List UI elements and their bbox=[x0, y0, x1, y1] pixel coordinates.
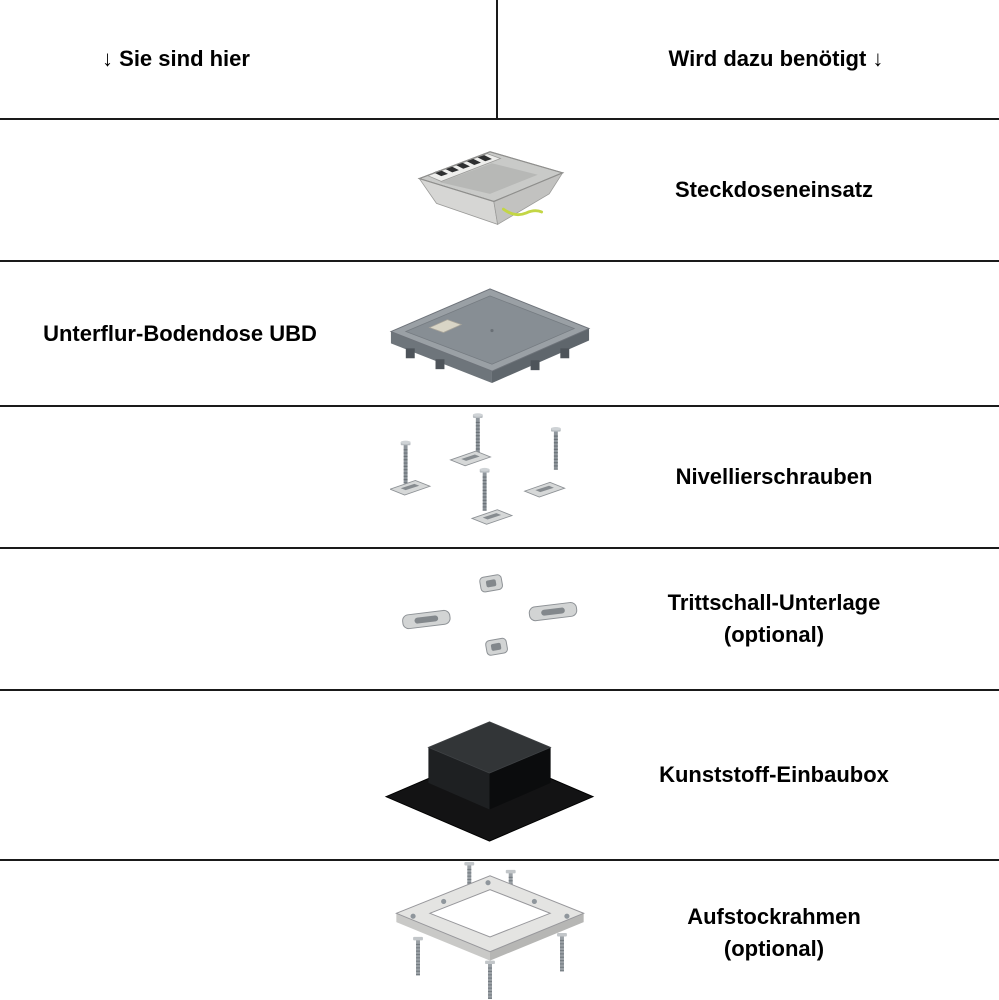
floor-box-icon bbox=[389, 287, 591, 383]
kunststoff-einbaubox-image bbox=[320, 691, 660, 859]
row-label: Steckdoseneinsatz bbox=[549, 120, 999, 260]
steckdoseneinsatz-image bbox=[320, 120, 660, 260]
row-label: Trittschall-Unterlage (optional) bbox=[549, 549, 999, 689]
row-kunststoff-einbaubox: Kunststoff-Einbaubox bbox=[0, 689, 999, 859]
row-label: Unterflur-Bodendose UBD bbox=[0, 262, 360, 405]
product-label: Kunststoff-Einbaubox bbox=[659, 762, 889, 787]
plastic-install-box-icon bbox=[384, 721, 595, 842]
row-unterflur-bodendose: Unterflur-Bodendose UBD bbox=[0, 260, 999, 405]
row-nivellierschrauben: Nivellierschrauben bbox=[0, 405, 999, 547]
row-trittschall-unterlage: Trittschall-Unterlage (optional) bbox=[0, 547, 999, 689]
product-label: Unterflur-Bodendose UBD bbox=[43, 320, 317, 346]
socket-insert-icon bbox=[417, 151, 565, 226]
aufstockrahmen-image bbox=[320, 861, 660, 1000]
header-right-label: Wird dazu benötigt ↓ bbox=[668, 46, 884, 71]
header-divider bbox=[496, 0, 498, 118]
raising-frame-icon bbox=[395, 862, 585, 1000]
row-label: Nivellierschrauben bbox=[549, 407, 999, 547]
trittschall-unterlage-image bbox=[320, 549, 660, 689]
product-label: Steckdoseneinsatz bbox=[674, 177, 874, 202]
header-left-label: ↓ Sie sind hier bbox=[102, 46, 250, 71]
impact-sound-pads-icon bbox=[402, 574, 578, 656]
row-label: Aufstockrahmen (optional) bbox=[549, 861, 999, 1000]
unterflur-bodendose-image bbox=[320, 262, 660, 405]
product-label-optional: (optional) bbox=[723, 622, 825, 647]
row-aufstockrahmen: Aufstockrahmen (optional) bbox=[0, 859, 999, 1000]
product-label: Nivellierschrauben bbox=[675, 464, 873, 489]
row-steckdoseneinsatz: Steckdoseneinsatz bbox=[0, 118, 999, 260]
table-header: ↓ Sie sind hier Wird dazu benötigt ↓ bbox=[0, 0, 999, 118]
product-label: Aufstockrahmen bbox=[687, 903, 861, 929]
product-label-optional: (optional) bbox=[723, 935, 825, 961]
row-label: Kunststoff-Einbaubox bbox=[549, 691, 999, 859]
product-label: Trittschall-Unterlage bbox=[667, 590, 881, 615]
